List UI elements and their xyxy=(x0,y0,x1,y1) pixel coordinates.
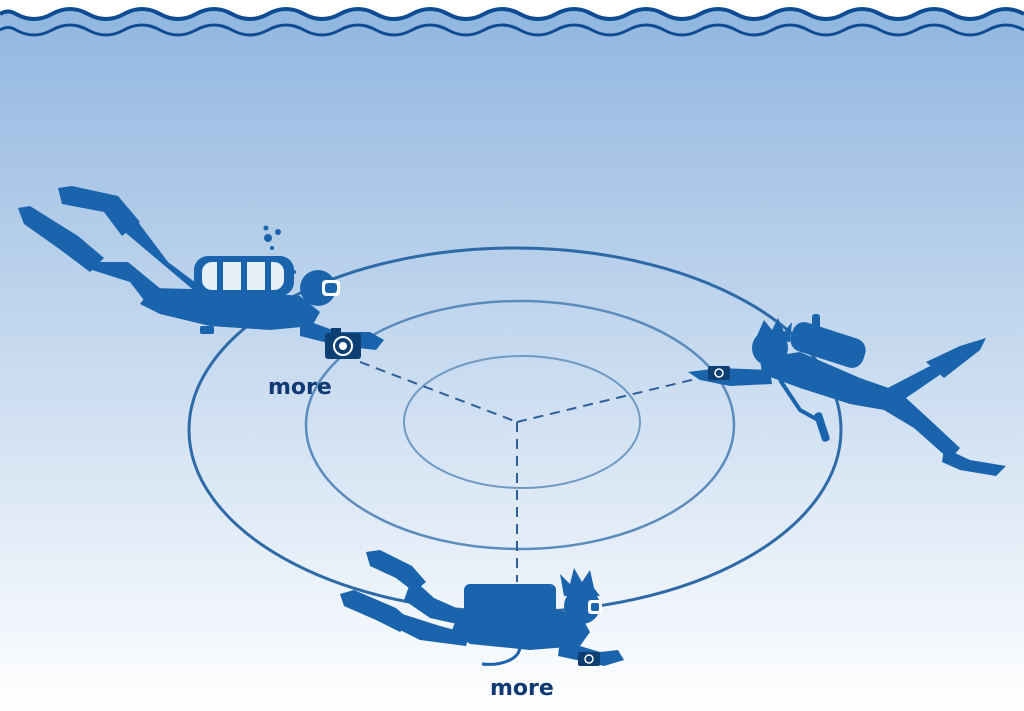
wave-line-top xyxy=(0,7,1024,21)
dash-to-left-diver xyxy=(359,361,518,423)
left-diver-fin-upper xyxy=(58,186,140,236)
bottom-diver xyxy=(340,550,624,666)
bubble xyxy=(270,246,274,250)
camera-icon xyxy=(325,328,361,359)
bottom-diver-label: more xyxy=(490,676,554,701)
left-diver-body xyxy=(140,288,320,330)
bottom-diver-head xyxy=(564,588,600,624)
right-diver-fin-upper xyxy=(926,338,986,378)
bubble xyxy=(292,270,296,274)
wrist-camera-icon xyxy=(708,366,730,380)
bubble xyxy=(263,225,269,231)
wrist-camera-icon xyxy=(578,652,600,666)
dashed-connectors xyxy=(359,361,709,582)
right-diver-fin-lower xyxy=(942,448,1006,476)
right-diver-hair xyxy=(756,318,792,342)
left-diver-gauge xyxy=(200,326,214,334)
right-diver-tank xyxy=(790,322,866,368)
inner-ring xyxy=(403,355,641,489)
bottom-diver-hair xyxy=(560,568,600,596)
bottom-diver-body xyxy=(452,608,590,650)
left-diver-fin-lower xyxy=(18,206,104,272)
bubble xyxy=(264,234,272,242)
bottom-diver-legs xyxy=(392,578,470,646)
right-diver-legs xyxy=(880,366,960,460)
wave-line-bottom xyxy=(0,23,1024,37)
bottom-diver-tank xyxy=(464,584,556,618)
bubble xyxy=(275,229,281,235)
left-diver-label: more xyxy=(268,375,332,400)
right-diver-body xyxy=(760,352,910,412)
right-diver xyxy=(688,314,1006,476)
middle-ring xyxy=(304,299,736,551)
left-diver-head xyxy=(300,270,336,306)
left-diver xyxy=(18,186,384,350)
